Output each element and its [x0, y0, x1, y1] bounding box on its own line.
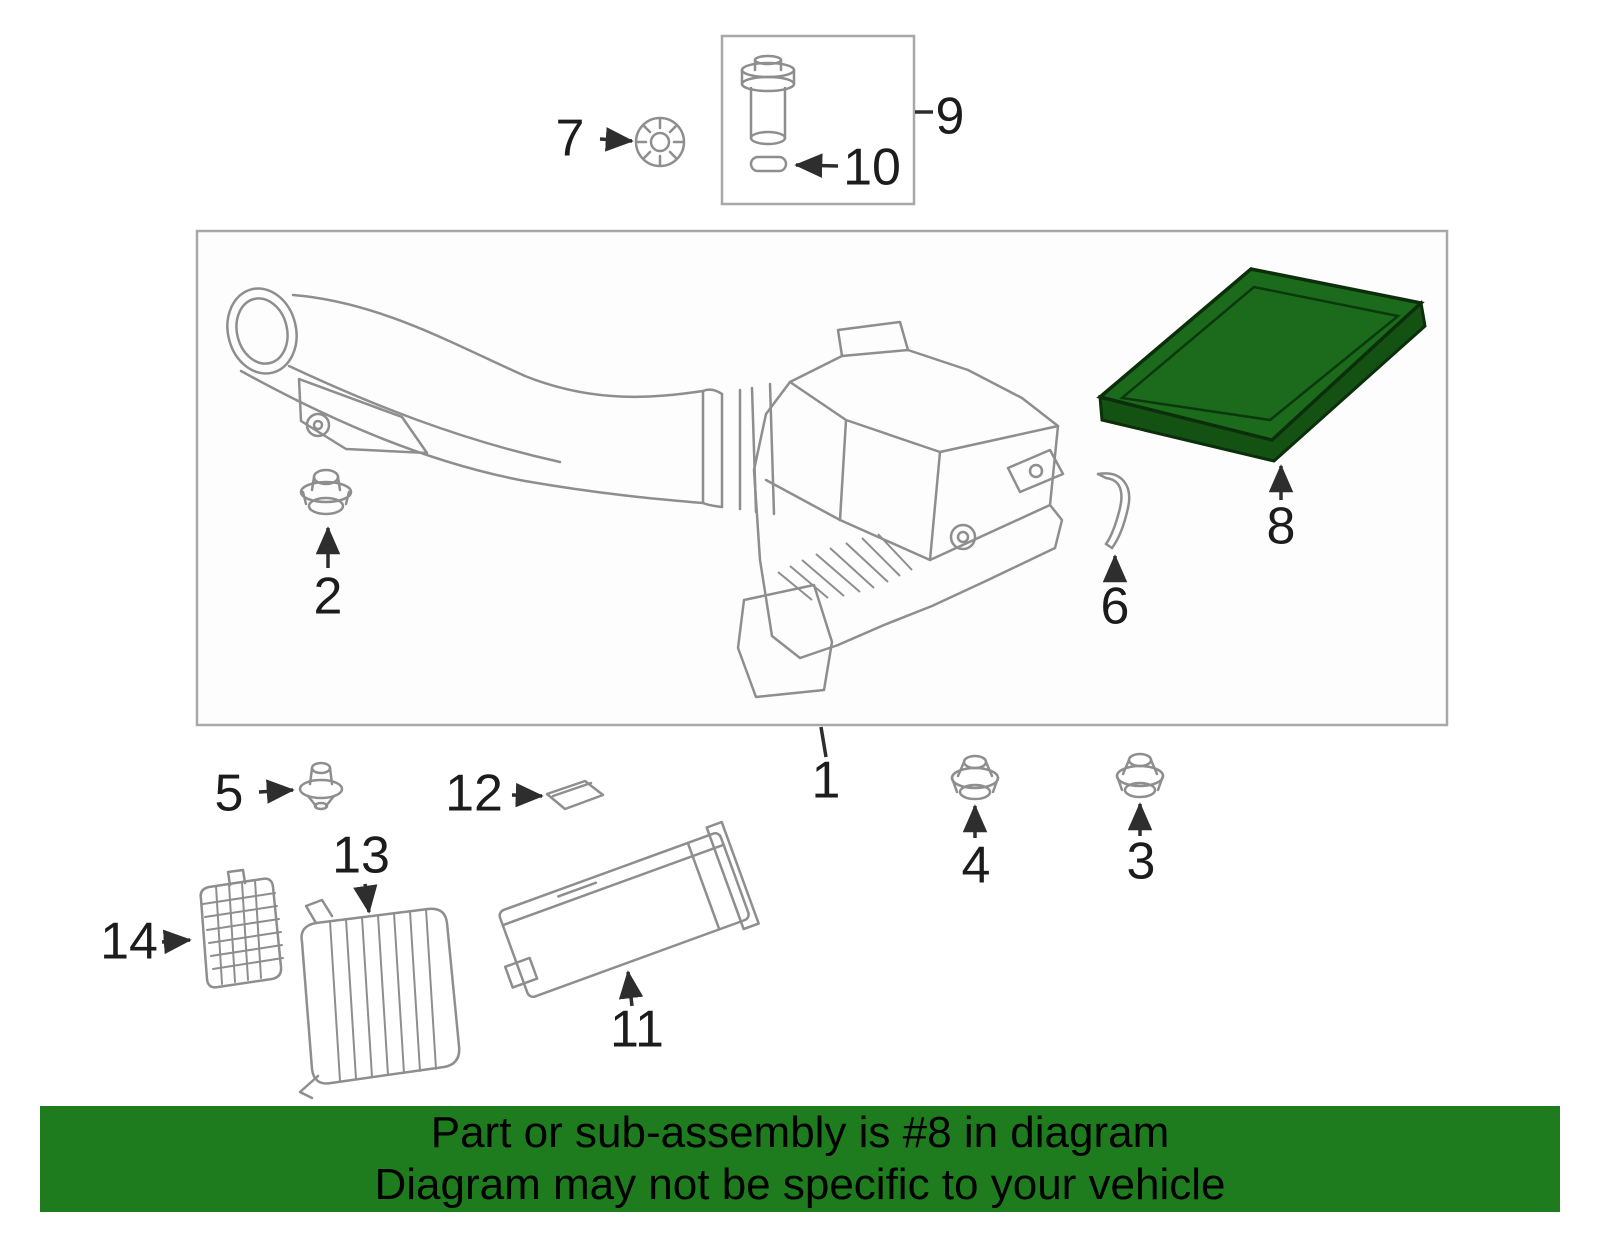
- part-8-filter-top-face: [1096, 267, 1425, 442]
- callout-1-leader: [819, 726, 828, 758]
- part-5-rivet-drawing: [298, 761, 344, 811]
- callout-6-label: 6: [1101, 578, 1130, 636]
- callout-5-label: 5: [215, 765, 244, 823]
- part-7-grommet-drawing: [634, 116, 686, 168]
- callout-8-label: 8: [1267, 498, 1296, 556]
- part-11-duct-drawing: [498, 820, 760, 999]
- callout-7-arrow: [599, 127, 634, 152]
- callout-10-arrow: [794, 153, 839, 178]
- part-8-air-filter-highlighted: [1096, 267, 1427, 463]
- part-13-resonator-drawing: [298, 898, 461, 1100]
- callout-7-label: 7: [556, 110, 585, 168]
- part-12-clip-drawing: [545, 779, 605, 811]
- part-9-sensor-drawing: [740, 54, 796, 146]
- callout-leaders: [161, 110, 1294, 1007]
- callout-12-label: 12: [445, 765, 503, 823]
- callout-10-label: 10: [843, 139, 901, 197]
- part-10-seal-drawing: [749, 155, 788, 173]
- callout-9-label: 9: [936, 88, 965, 146]
- callout-1-label: 1: [812, 752, 841, 810]
- callout-12-arrow: [511, 782, 544, 808]
- part-8-filter-inner-frame: [1119, 285, 1401, 422]
- callout-13-label: 13: [332, 827, 390, 885]
- banner-line-2: Diagram may not be specific to your vehi…: [374, 1160, 1226, 1209]
- callout-4-label: 4: [962, 837, 991, 895]
- callout-11-label: 11: [610, 1001, 664, 1059]
- part-6-bracket-drawing: [1096, 472, 1131, 550]
- part-2-grommet-drawing: [299, 468, 353, 516]
- housing-hatch-lines: [777, 533, 913, 601]
- part-4-grommet-drawing: [950, 754, 1000, 801]
- highlight-banner: Part or sub-assembly is #8 in diagram Di…: [40, 1106, 1560, 1212]
- part-3-grommet-drawing: [1115, 752, 1165, 799]
- callout-11-arrow: [618, 970, 644, 1007]
- banner-line-1: Part or sub-assembly is #8 in diagram: [430, 1108, 1170, 1157]
- callout-3-label: 3: [1127, 833, 1156, 891]
- callout-5-arrow: [258, 779, 295, 804]
- callout-2-label: 2: [314, 568, 343, 626]
- air-intake-assembly-drawing: [226, 287, 1065, 699]
- callout-labels: 7 9 10 2 6 8 1 4 3 5 12 13 14 11: [100, 88, 1295, 1059]
- callout-14-arrow: [161, 929, 192, 955]
- part-14-screen-drawing: [199, 868, 284, 989]
- callout-13-arrow: [353, 883, 378, 914]
- callout-14-label: 14: [100, 913, 158, 971]
